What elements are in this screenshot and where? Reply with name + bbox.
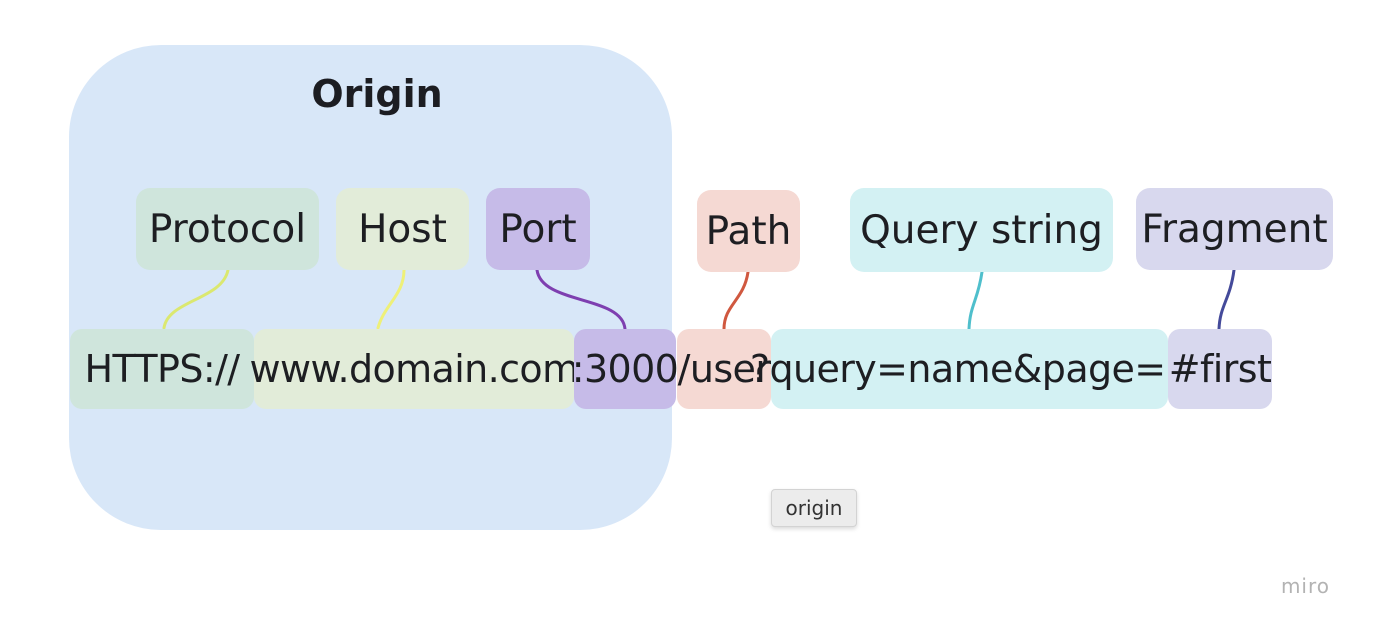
- connector-path: [722, 270, 750, 331]
- label-protocol[interactable]: Protocol: [136, 188, 319, 270]
- url-segment-path[interactable]: /user: [677, 329, 771, 409]
- label-fragment[interactable]: Fragment: [1136, 188, 1333, 270]
- url-segment-fragment[interactable]: #first: [1168, 329, 1272, 409]
- label-host[interactable]: Host: [336, 188, 469, 270]
- url-segment-host[interactable]: www.domain.com: [250, 329, 579, 409]
- connector-protocol: [162, 268, 230, 330]
- origin-title: Origin: [311, 72, 443, 116]
- label-query-string[interactable]: Query string: [850, 188, 1113, 272]
- url-segment-port[interactable]: :3000: [572, 329, 679, 409]
- label-path[interactable]: Path: [697, 190, 800, 272]
- connector-query: [967, 270, 984, 331]
- url-segment-query[interactable]: ?query=name&page=1: [750, 329, 1190, 409]
- miro-watermark: miro: [1280, 574, 1330, 598]
- origin-tooltip: origin: [771, 489, 857, 527]
- connector-fragment: [1217, 268, 1236, 331]
- url-segment-protocol[interactable]: HTTPS://: [70, 329, 254, 409]
- connector-host: [376, 268, 406, 330]
- connector-port: [535, 268, 627, 331]
- label-port[interactable]: Port: [486, 188, 590, 270]
- origin-area[interactable]: [69, 45, 672, 530]
